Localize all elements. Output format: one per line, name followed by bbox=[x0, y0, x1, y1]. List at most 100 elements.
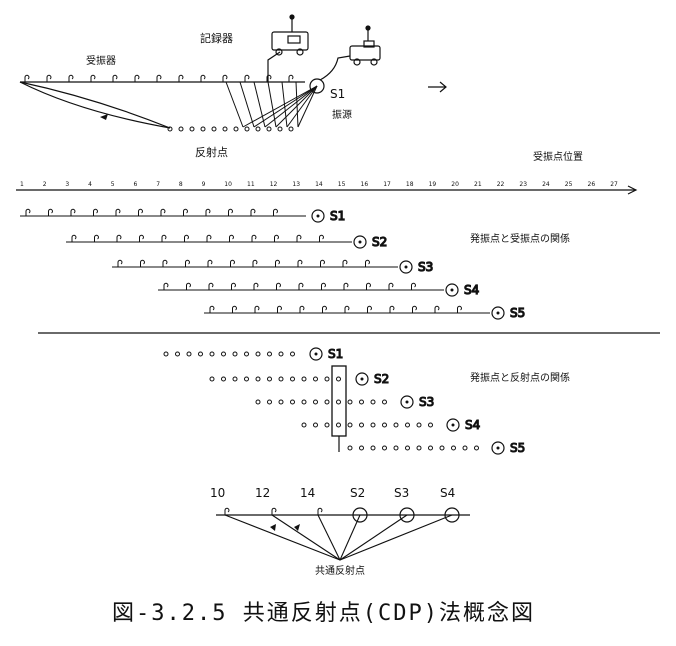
reflection-dot bbox=[393, 422, 399, 428]
receiver-marker bbox=[46, 74, 52, 82]
ray-path bbox=[225, 81, 244, 128]
receiver-marker bbox=[200, 74, 206, 82]
reflection-point bbox=[178, 126, 184, 132]
reflection-dot bbox=[474, 445, 479, 451]
receiver-marker bbox=[230, 259, 235, 267]
reflection-dot bbox=[209, 351, 215, 357]
reflection-dot bbox=[267, 351, 272, 357]
receiver-marker bbox=[222, 74, 228, 82]
axis-tick-label: 19 bbox=[429, 181, 437, 188]
axis-tick-label: 27 bbox=[610, 181, 618, 188]
receiver-marker bbox=[24, 74, 30, 82]
common-reflection-point-label: 共通反射点 bbox=[315, 565, 365, 577]
source-truck-icon bbox=[349, 25, 381, 66]
receiver-marker bbox=[411, 282, 416, 290]
receiver-marker bbox=[90, 74, 96, 82]
cdp-ray-label: S3 bbox=[394, 486, 409, 500]
axis-tick-label: 11 bbox=[247, 181, 255, 188]
reflection-dot bbox=[336, 399, 341, 405]
reflection-dot bbox=[359, 399, 364, 405]
receiver-marker bbox=[228, 208, 233, 216]
reflection-dot bbox=[290, 399, 295, 405]
receiver-marker bbox=[229, 234, 234, 242]
reflection-dot bbox=[232, 351, 238, 357]
receiver-marker bbox=[70, 208, 76, 216]
reflection-dot bbox=[336, 422, 341, 428]
axis-tick-label: 7 bbox=[156, 181, 160, 188]
reflection-dot bbox=[244, 351, 249, 357]
receiver-marker bbox=[163, 282, 169, 290]
spread-2: S2 bbox=[66, 234, 388, 250]
reflection-dot bbox=[359, 445, 364, 451]
axis-tick-label: 1 bbox=[20, 181, 24, 188]
receiver-marker bbox=[186, 282, 191, 290]
axis-label: 受振点位置 bbox=[533, 150, 583, 163]
ray-path bbox=[239, 81, 255, 128]
receiver-marker bbox=[244, 74, 250, 82]
axis-tick-label: 26 bbox=[588, 181, 596, 188]
receiver-marker bbox=[317, 507, 323, 515]
source-marker bbox=[491, 306, 505, 320]
source-marker bbox=[309, 347, 323, 361]
axis-tick-label: 24 bbox=[542, 181, 550, 188]
reflection-dot bbox=[313, 399, 318, 405]
reflection-dot bbox=[393, 445, 399, 451]
source-s1-marker bbox=[309, 78, 325, 94]
reflection-dot bbox=[278, 351, 284, 357]
reflection-point bbox=[167, 126, 173, 132]
receiver-marker bbox=[250, 208, 256, 216]
receiver-marker bbox=[274, 234, 279, 242]
receiver-marker bbox=[367, 305, 372, 313]
reflection-dot bbox=[347, 445, 353, 451]
reflection-dot bbox=[313, 422, 318, 428]
cdp-gather-box bbox=[331, 365, 347, 437]
reflection-point bbox=[211, 126, 217, 132]
cdp-ray bbox=[317, 514, 341, 561]
receiver-marker bbox=[252, 259, 258, 267]
receiver-marker bbox=[161, 234, 167, 242]
recorder-cable bbox=[267, 51, 281, 82]
axis-tick-label: 25 bbox=[565, 181, 573, 188]
receiver-marker bbox=[48, 208, 53, 216]
receiver-marker bbox=[321, 282, 326, 290]
axis-tick-label: 4 bbox=[88, 181, 92, 188]
reflection-row-4: S4 bbox=[301, 417, 481, 433]
ray-arrowhead bbox=[294, 524, 300, 531]
ray-path bbox=[281, 81, 288, 128]
receiver-marker bbox=[299, 305, 305, 313]
axis-tick-label: 21 bbox=[474, 181, 482, 188]
reflection-dot bbox=[382, 445, 387, 451]
source-marker bbox=[399, 260, 413, 274]
reflection-point-label: 反射点 bbox=[195, 145, 228, 159]
source-label: S2 bbox=[374, 372, 389, 386]
source-marker bbox=[445, 283, 459, 297]
receiver-marker bbox=[185, 259, 190, 267]
receiver-marker bbox=[389, 305, 395, 313]
ray-path bbox=[267, 81, 277, 128]
cdp-ray bbox=[339, 514, 408, 561]
axis-tick-label: 15 bbox=[338, 181, 346, 188]
receiver-marker bbox=[140, 259, 145, 267]
axis-tick-label: 22 bbox=[497, 181, 505, 188]
source-center bbox=[360, 377, 364, 381]
reflection-dot bbox=[244, 376, 249, 382]
receiver-marker bbox=[388, 282, 394, 290]
return-arrowhead bbox=[100, 114, 108, 120]
receiver-marker bbox=[71, 234, 77, 242]
reflection-dot bbox=[209, 376, 215, 382]
source-center bbox=[358, 240, 362, 244]
source-label: S5 bbox=[510, 441, 525, 455]
receiver-marker bbox=[271, 507, 277, 515]
receiver-marker bbox=[138, 208, 143, 216]
cdp-source-marker bbox=[399, 507, 415, 523]
reflection-dot bbox=[255, 399, 261, 405]
reflection-dot bbox=[370, 422, 376, 428]
source-center bbox=[496, 311, 500, 315]
spread-3: S3 bbox=[112, 259, 434, 275]
receiver-marker bbox=[115, 208, 121, 216]
recorder-label: 記録器 bbox=[200, 31, 233, 45]
source-label: S2 bbox=[372, 235, 387, 249]
axis-tick-label: 10 bbox=[224, 181, 232, 188]
